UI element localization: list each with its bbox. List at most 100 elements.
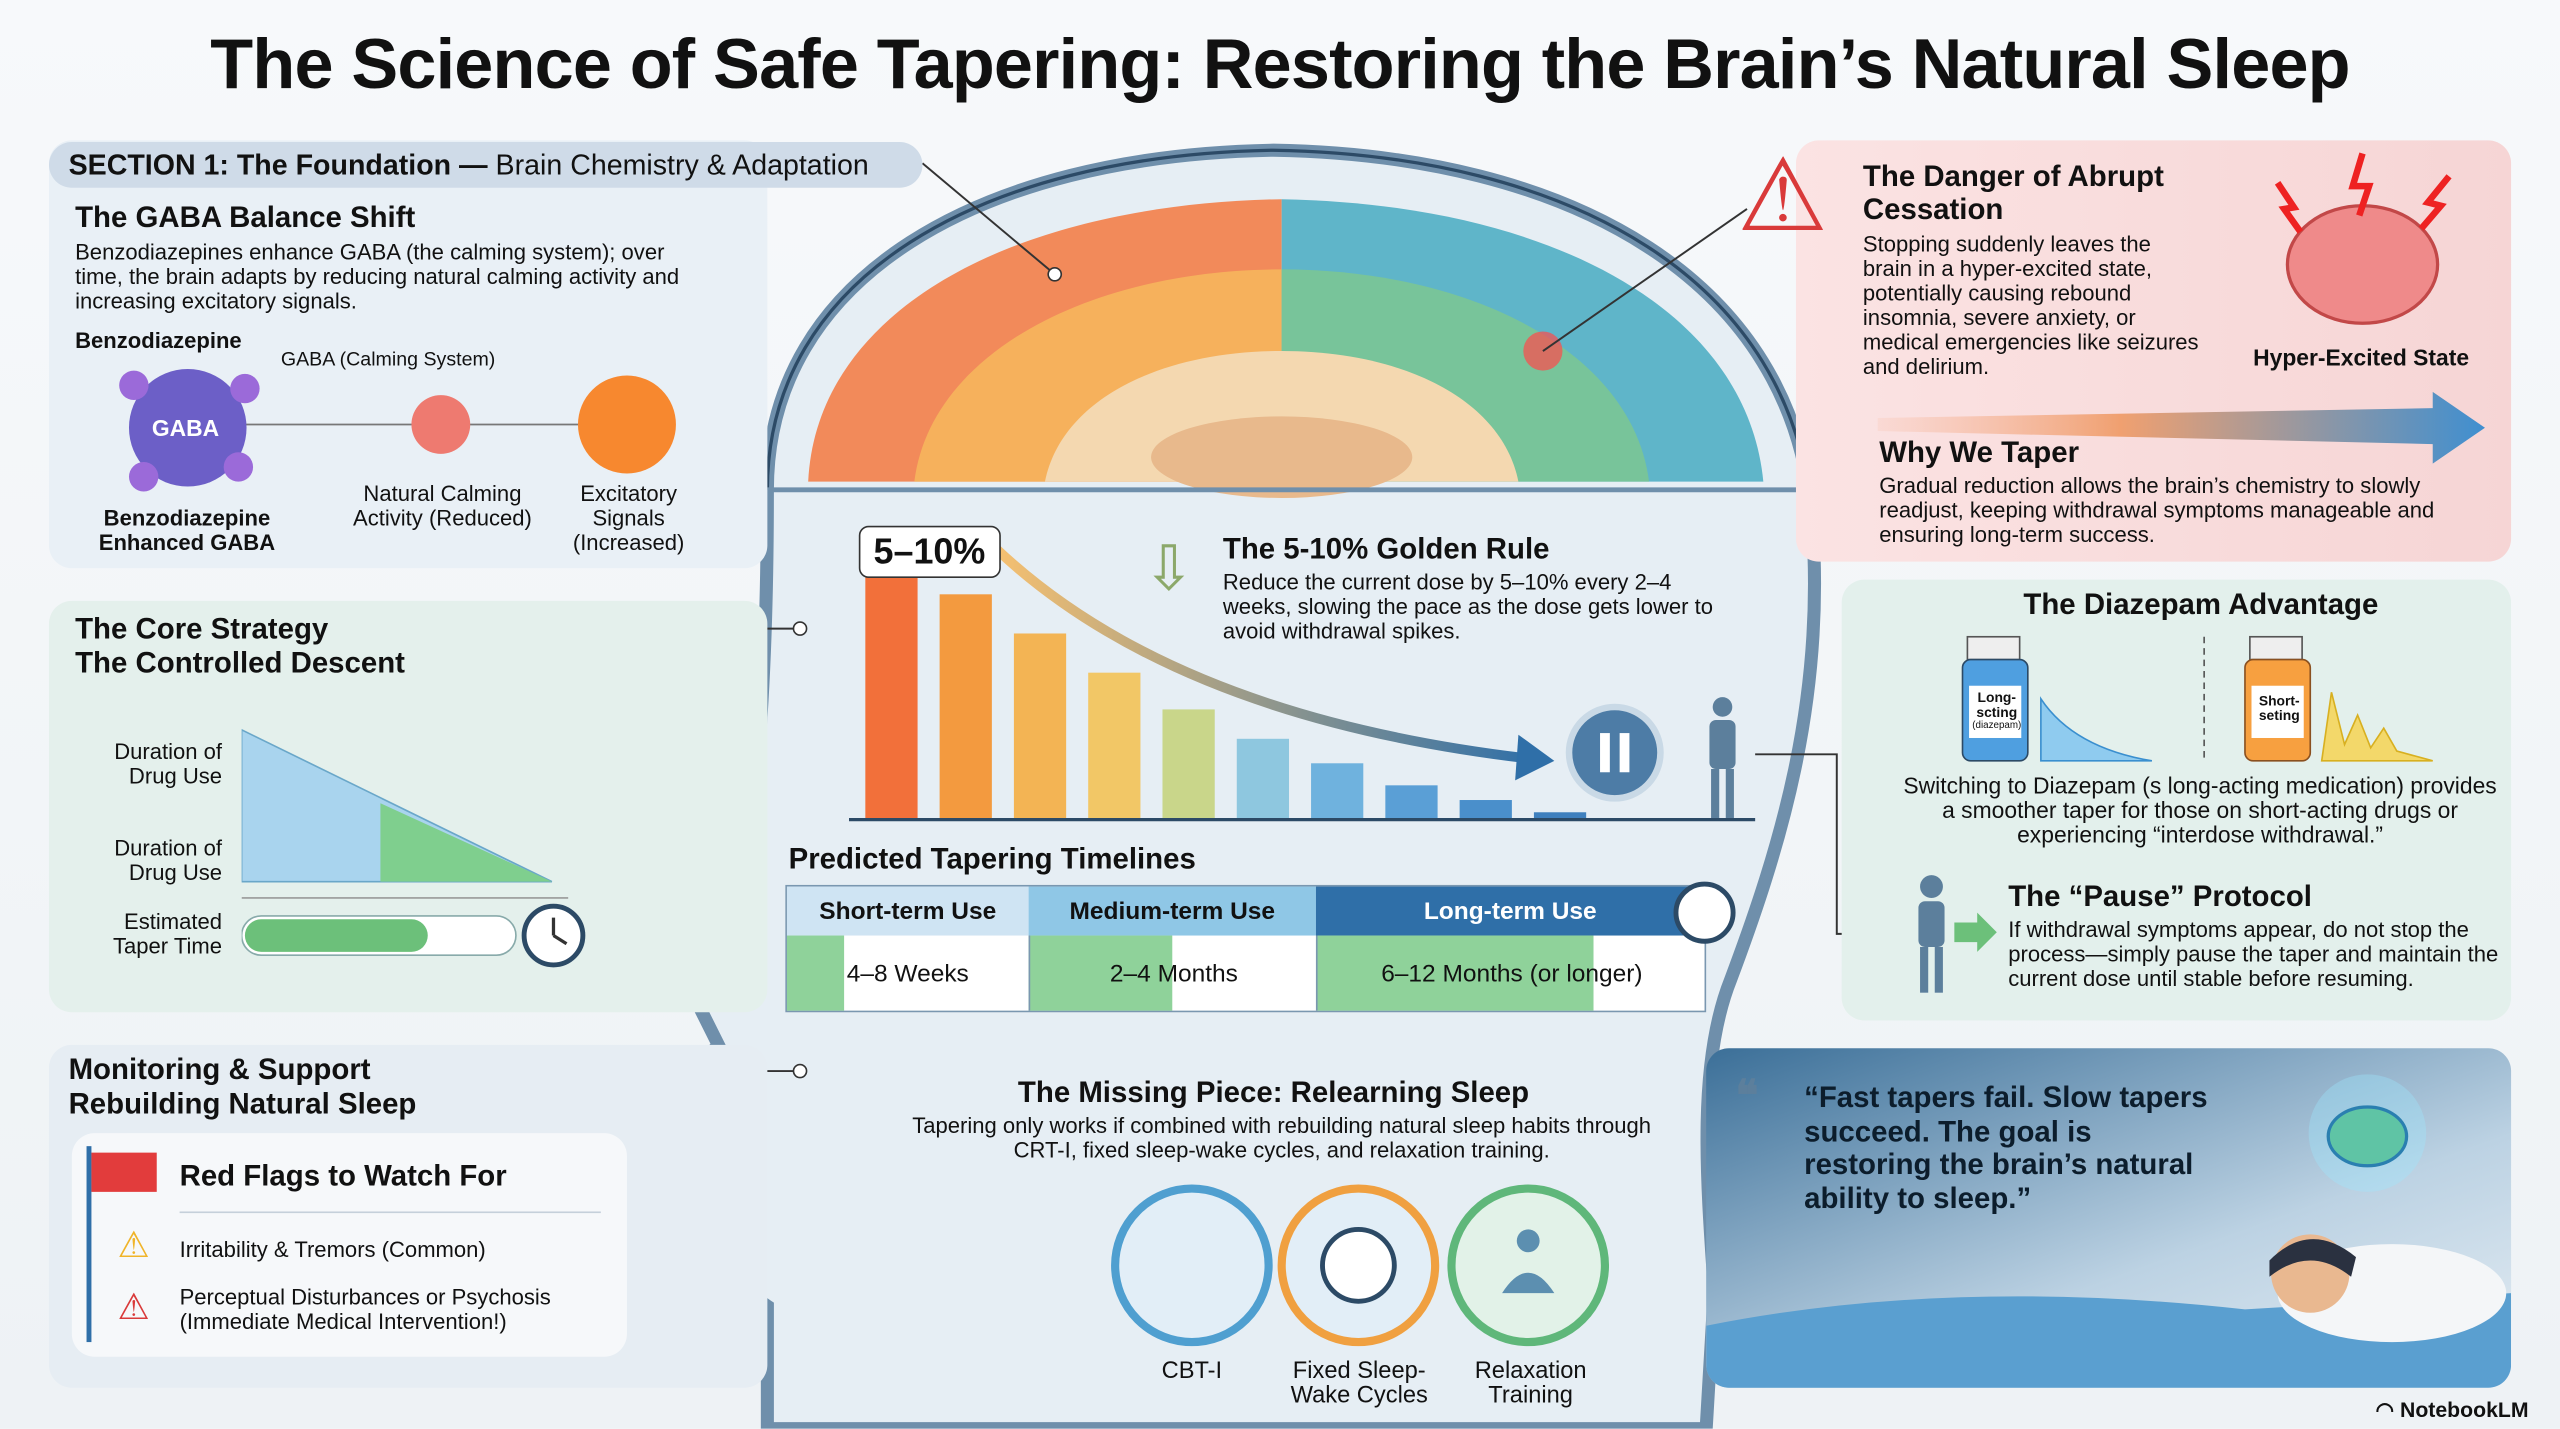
- divider: [179, 1211, 601, 1214]
- pause-icon: [1565, 703, 1664, 802]
- core-title: The Core Strategy: [75, 612, 329, 645]
- timelines-table: Short-term Use Medium-term Use Long-term…: [785, 884, 1707, 1013]
- warning-icon: ⚠: [117, 1224, 150, 1266]
- red-flag-icon: [86, 1146, 157, 1343]
- habit-label-relaxation: Relaxation Training: [1474, 1358, 1587, 1410]
- enhanced-label: Benzodiazepine Enhanced GABA: [98, 506, 276, 556]
- brain-illustration: [808, 199, 1764, 498]
- quote-open-icon: ❝: [1735, 1071, 1759, 1121]
- diazepam-panel: [1841, 579, 2512, 1021]
- taper-badge: 5–10%: [858, 525, 1001, 578]
- decline-arrowhead: [1515, 734, 1555, 781]
- pause-figure: [1565, 697, 1736, 818]
- gradient-arrow: [1877, 391, 2485, 464]
- long-acting-sublabel: (diazepam): [1972, 721, 2022, 732]
- dose-bar: [1013, 633, 1067, 820]
- timeline-value-medium: 2–4 Months: [1028, 935, 1318, 1011]
- relaxation-icon: [1447, 1184, 1610, 1347]
- hyper-state-label: Hyper-Excited State: [2253, 344, 2470, 371]
- benzo-label: Benzodiazepine: [75, 328, 242, 353]
- decline-arrow: [992, 545, 1536, 765]
- why-taper-text: Gradual reduction allows the brain’s che…: [1879, 473, 2435, 547]
- missing-piece-text: Tapering only works if combined with reb…: [912, 1113, 1652, 1163]
- long-acting-label: Long-scting: [1976, 688, 2018, 721]
- brand-text: NotebookLM: [2400, 1397, 2529, 1423]
- gaba-molecule-label: GABA: [151, 414, 220, 441]
- short-acting-label: Short-seting: [2258, 692, 2300, 724]
- excitatory-label: Excitatory Signals (Increased): [572, 481, 685, 556]
- page-title: The Science of Safe Tapering: Restoring …: [210, 26, 2350, 105]
- dose-bar: [1162, 709, 1215, 820]
- dose-bar: [1236, 738, 1290, 820]
- dose-bar: [1533, 812, 1587, 820]
- pause-text: If withdrawal symptoms appear, do not st…: [2008, 917, 2499, 992]
- golden-rule-text: Reduce the current dose by 5–10% every 2…: [1222, 569, 1713, 644]
- descent-triangle: [241, 728, 586, 968]
- danger-title: The Danger of Abrupt Cessation: [1862, 160, 2164, 226]
- section1-header-rest: Brain Chemistry & Adaptation: [487, 148, 869, 182]
- brand-logo-icon: ◠: [2375, 1397, 2401, 1423]
- why-taper-title: Why We Taper: [1879, 435, 2080, 469]
- diazepam-title: The Diazepam Advantage: [2023, 587, 2379, 621]
- dose-bar: [939, 594, 992, 820]
- hyper-brain-icon: [2274, 152, 2452, 325]
- section1-panel: [48, 140, 768, 569]
- quote-panel: [1706, 1048, 2512, 1388]
- timeline-fill-short: [786, 935, 845, 1011]
- taper-time-bar: [244, 919, 428, 952]
- dose-bar: [1385, 785, 1438, 820]
- dose-bar: [865, 574, 918, 820]
- timeline-clock-icon: [1673, 881, 1736, 944]
- pause-title: The “Pause” Protocol: [2008, 880, 2312, 913]
- timeline-fill-medium: [1028, 935, 1173, 1011]
- quote-text: “Fast tapers fail. Slow tapers succeed. …: [1804, 1080, 2208, 1214]
- dose-bar: [1088, 672, 1141, 820]
- gaba-text: Benzodiazepines enhance GABA (the calmin…: [75, 240, 680, 314]
- timelines-title: Predicted Tapering Timelines: [788, 842, 1196, 876]
- diazepam-text: Switching to Diazepam (s long-acting med…: [1903, 772, 2497, 848]
- dose-bar: [1459, 800, 1512, 820]
- timeline-header-medium: Medium-term Use: [1028, 886, 1316, 936]
- timeline-value-long: 6–12 Months (or longer): [1315, 935, 1706, 1011]
- monitoring-title: Monitoring & Support: [68, 1053, 371, 1086]
- flag-item-2: Perceptual Disturbances or Psychosis (Im…: [179, 1284, 551, 1334]
- excitatory-icon: [577, 375, 676, 474]
- habit-label-cbt: CBT-I: [1161, 1358, 1223, 1385]
- section1-header: SECTION 1: The Foundation — Brain Chemis…: [48, 142, 923, 188]
- dose-bar: [1311, 763, 1364, 820]
- timeline-fill-long: [1315, 935, 1594, 1011]
- natural-label: Natural Calming Activity (Reduced): [353, 481, 532, 531]
- timeline-header-short: Short-term Use: [786, 886, 1029, 936]
- gaba-calming-label: GABA (Calming System): [280, 347, 496, 371]
- taper-time-label: Estimated Taper Time: [113, 909, 223, 959]
- pause-person-icon: [1918, 875, 1997, 993]
- brand-label: ◠ NotebookLM: [2376, 1398, 2529, 1424]
- red-flags-card: [71, 1133, 627, 1357]
- gaba-title: The GABA Balance Shift: [75, 200, 416, 234]
- alert-icon: ⚠: [117, 1286, 150, 1328]
- missing-piece-title: The Missing Piece: Relearning Sleep: [1017, 1075, 1530, 1109]
- gaba-molecule-icon: [128, 368, 247, 487]
- monitoring-subtitle: Rebuilding Natural Sleep: [68, 1087, 417, 1121]
- duration-label-1: Duration of Drug Use: [114, 739, 223, 789]
- flag-item-1: Irritability & Tremors (Common): [179, 1237, 486, 1263]
- cbt-i-icon: [1111, 1184, 1273, 1347]
- core-subtitle: The Controlled Descent: [75, 646, 405, 680]
- danger-text: Stopping suddenly leaves the brain in a …: [1862, 231, 2199, 379]
- medication-comparison: [1961, 635, 2433, 762]
- duration-label-2: Duration of Drug Use: [114, 835, 223, 885]
- taper-bar-chart: [849, 545, 1756, 822]
- down-arrow-icon: ⇩: [1142, 535, 1195, 605]
- sleep-habit-icons: [1111, 1184, 1610, 1347]
- timeline-value-short: 4–8 Weeks: [846, 959, 969, 987]
- natural-calming-icon: [411, 395, 471, 454]
- gaba-diagram: [119, 368, 676, 492]
- glowing-brain-icon: [2308, 1074, 2427, 1192]
- habit-label-sleepwake: Fixed Sleep-Wake Cycles: [1290, 1358, 1428, 1410]
- warning-triangle-icon: ⚠: [1737, 140, 1828, 254]
- sleeping-person-illustration: [1706, 1234, 2512, 1388]
- timeline-header-long: Long-term Use: [1315, 886, 1705, 936]
- red-flags-title: Red Flags to Watch For: [179, 1159, 507, 1192]
- golden-rule-title: The 5-10% Golden Rule: [1222, 532, 1550, 565]
